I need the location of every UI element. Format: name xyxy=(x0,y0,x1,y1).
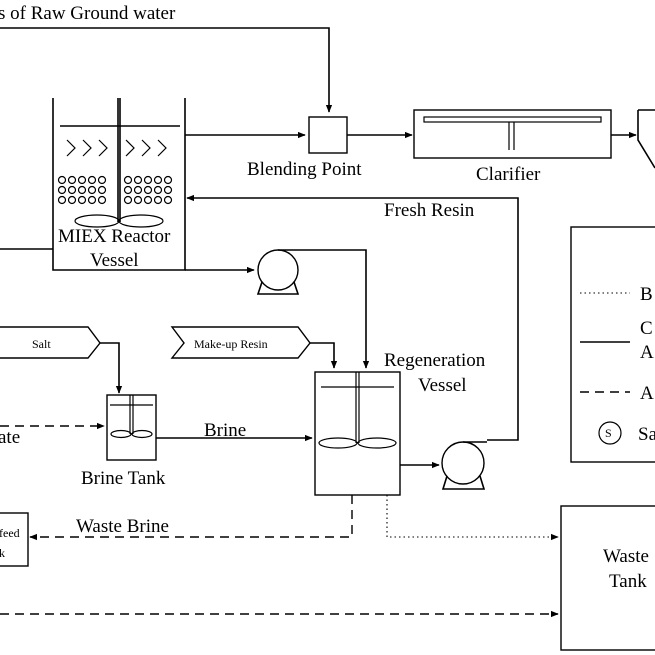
raw-water-label: s of Raw Ground water xyxy=(0,3,176,24)
legend-item2-line1: C xyxy=(640,318,653,339)
downstream-tank xyxy=(637,109,655,169)
legend-sample-letter: S xyxy=(605,426,612,440)
brine-tank: Brine Tank xyxy=(81,394,166,489)
legend-sample-symbol xyxy=(598,421,622,445)
salt-label: Salt xyxy=(32,337,51,351)
salt-input: Salt xyxy=(0,326,101,359)
feed-label-line1: feed xyxy=(0,526,20,540)
makeup-resin-input: Make-up Resin xyxy=(170,326,311,359)
clarifier: Clarifier xyxy=(413,109,612,185)
pump-1 xyxy=(256,249,300,295)
legend-item4: Sa xyxy=(638,424,655,445)
makeup-resin-label: Make-up Resin xyxy=(194,337,268,351)
legend-item2-line2: A xyxy=(640,342,654,363)
miex-label-line1: MIEX Reactor xyxy=(58,226,171,247)
raw-water-line xyxy=(0,27,333,113)
pump-2 xyxy=(441,441,487,490)
makeup-to-regen-line xyxy=(310,342,338,369)
feed-tank: feed k xyxy=(0,512,29,567)
salt-to-brine-line xyxy=(100,342,123,394)
clarifier-label: Clarifier xyxy=(476,164,541,185)
pump1-to-regen-line xyxy=(300,249,370,369)
miex-reactor-vessel: MIEX Reactor Vessel xyxy=(52,98,186,271)
legend: B C A A S Sa xyxy=(570,226,655,463)
brine-label: Brine xyxy=(204,420,246,441)
ate-label: ate xyxy=(0,427,20,448)
waste-brine-line xyxy=(29,495,353,541)
fresh-resin-line xyxy=(186,194,519,441)
waste-tank: Waste Tank xyxy=(560,505,655,651)
waste-tank-label-line1: Waste xyxy=(603,546,649,567)
fresh-resin-label: Fresh Resin xyxy=(384,200,475,221)
legend-item1: B xyxy=(640,284,653,305)
regen-label-line1: Regeneration xyxy=(384,350,486,371)
miex-label-line2: Vessel xyxy=(90,250,139,271)
brine-tank-label: Brine Tank xyxy=(81,468,166,489)
blending-point-box xyxy=(308,116,348,154)
regen-label-line2: Vessel xyxy=(418,375,467,396)
waste-brine-label: Waste Brine xyxy=(76,516,169,537)
regeneration-vessel: Regeneration Vessel xyxy=(314,350,486,496)
legend-item3: A xyxy=(640,383,654,404)
blending-point-label: Blending Point xyxy=(247,159,362,180)
feed-label-line2: k xyxy=(0,546,5,560)
waste-tank-label-line2: Tank xyxy=(609,571,647,592)
regen-to-waste-dotted-line xyxy=(386,495,559,541)
